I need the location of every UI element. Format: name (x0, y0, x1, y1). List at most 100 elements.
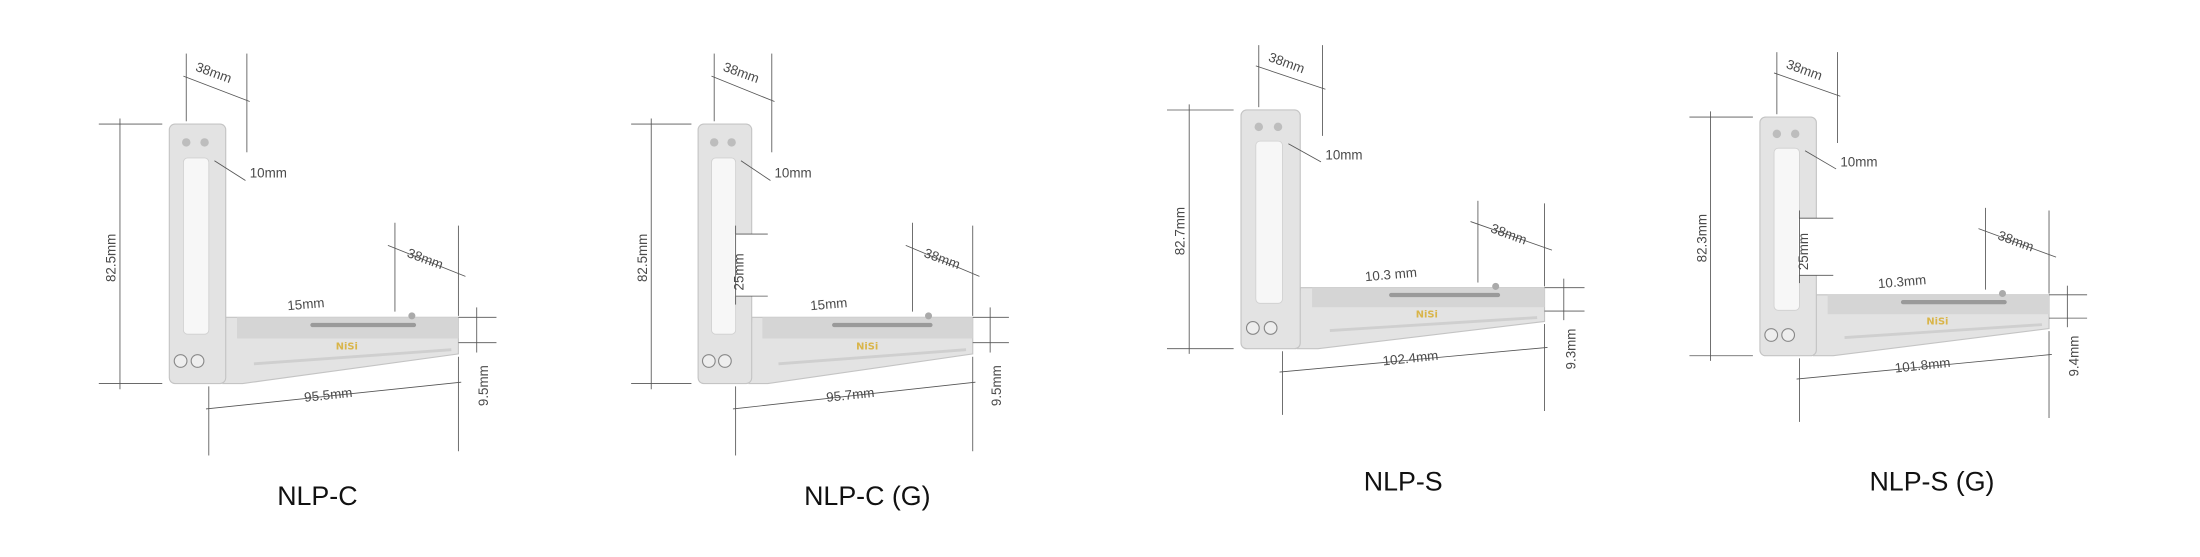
side-thickness-label: 10mm (250, 166, 287, 181)
top-hole (1254, 122, 1264, 132)
dimension-line (1288, 143, 1322, 163)
dimension-lines (1166, 45, 1585, 415)
length-label: 101.8mm (1894, 355, 1951, 376)
base-depth-label: 38mm (405, 245, 445, 272)
dimension-line (1255, 65, 1326, 90)
l-bracket-image: NiSi (168, 123, 459, 385)
dimension-lines (1689, 52, 2088, 422)
bar-opening (182, 157, 210, 335)
product-panel-4: NiSi 82.3mm 38mm 10mm 25mm 38mm 10.3mm 101.8mm 9… (1689, 52, 2088, 422)
bar-opening (711, 157, 737, 335)
product-name: NLP-C (277, 481, 357, 511)
base-depth-label: 38mm (1489, 221, 1529, 248)
l-bracket-image: NiSi (1759, 116, 2050, 357)
top-hole (200, 138, 209, 147)
dimension-line (1470, 221, 1553, 251)
mounting-slot (310, 322, 417, 328)
dimension-line (205, 381, 462, 410)
bar-opening (1255, 140, 1283, 304)
base-height-label: 9.3mm (1564, 329, 1579, 370)
brand-logo: NiSi (336, 342, 358, 353)
side-gap (734, 234, 755, 297)
plate-top-surface (237, 317, 459, 339)
mounting-slot (1900, 299, 2007, 305)
product-name: NLP-S (G) (1869, 467, 1994, 497)
base-height-label: 9.4mm (2067, 336, 2082, 377)
base-depth-label: 38mm (922, 245, 962, 272)
top-width-label: 38mm (1784, 56, 1824, 83)
bottom-hole (1764, 328, 1779, 342)
slot-label: 15mm (810, 295, 848, 313)
mounting-screw (925, 312, 933, 320)
slot-label: 10.3 mm (1364, 265, 1417, 284)
bottom-hole (717, 354, 732, 368)
top-hole (1790, 129, 1800, 139)
side-thickness-label: 10mm (1840, 154, 1877, 169)
length-label: 95.5mm (303, 385, 353, 405)
dimension-line (387, 244, 466, 277)
plate-top-surface (1312, 287, 1545, 308)
dimension-line (1773, 72, 1841, 97)
side-thickness-label: 10mm (774, 166, 811, 181)
top-hole (1273, 122, 1283, 132)
product-panel-3: NiSi 82.7mm 38mm 10mm 38mm 10.3 mm 102.4mm 9.3m… (1166, 45, 1585, 415)
length-label: 102.4mm (1382, 348, 1439, 369)
bottom-hole (190, 354, 205, 368)
mounting-screw (408, 312, 416, 320)
mounting-slot (1389, 292, 1501, 298)
top-width-label: 38mm (1267, 49, 1307, 76)
top-hole (727, 138, 736, 147)
l-bracket-image: NiSi (1240, 109, 1546, 350)
base-height-label: 9.5mm (476, 365, 491, 406)
side-gap (1798, 218, 1820, 276)
product-name: NLP-C (G) (804, 481, 930, 511)
l-bracket-image: NiSi (697, 123, 974, 385)
bar-opening (1773, 147, 1800, 311)
top-hole (1772, 129, 1782, 139)
brand-logo: NiSi (856, 342, 878, 353)
product-panel-2: NiSi 82.5mm 38mm 10mm 25mm 38mm 15mm 95.7mm 9.5m… (631, 53, 1009, 456)
height-label: 82.5mm (104, 234, 119, 282)
bottom-hole (1781, 328, 1796, 342)
dimension-line (1279, 346, 1548, 373)
plate-groove (1844, 323, 2043, 339)
dimension-line (214, 160, 246, 181)
brand-logo: NiSi (1416, 310, 1438, 321)
plate-groove (1329, 316, 1538, 332)
mounting-slot (832, 322, 933, 328)
slot-label: 15mm (287, 295, 325, 313)
gap-label: 25mm (732, 253, 747, 290)
height-label: 82.7mm (1173, 207, 1188, 255)
mounting-screw (1998, 289, 2007, 298)
brand-logo: NiSi (1926, 317, 1948, 328)
dimension-lines (98, 53, 497, 456)
plate-groove (253, 348, 452, 366)
bottom-hole (1245, 321, 1260, 335)
height-label: 82.5mm (635, 234, 650, 282)
side-thickness-label: 10mm (1325, 147, 1362, 162)
mounting-screw (1492, 282, 1500, 290)
base-height-label: 9.5mm (989, 365, 1004, 406)
dimension-line (740, 160, 771, 181)
length-label: 95.7mm (825, 385, 875, 405)
dimension-lines (631, 53, 1009, 456)
height-label: 82.3mm (1694, 214, 1709, 262)
dimension-line (1978, 228, 2057, 258)
gap-label: 25mm (1796, 233, 1811, 270)
dimension-line (905, 244, 980, 277)
slot-label: 10.3mm (1877, 272, 1926, 291)
bottom-hole (701, 354, 716, 368)
bottom-hole (1263, 321, 1278, 335)
plate-groove (778, 348, 967, 366)
plate-top-surface (1827, 294, 2050, 315)
dimension-line (1804, 150, 1837, 170)
bottom-hole (173, 354, 188, 368)
dimension-line (1796, 354, 2052, 380)
dimension-line (183, 75, 250, 102)
top-width-label: 38mm (721, 59, 761, 86)
top-hole (709, 138, 719, 147)
top-hole (182, 138, 191, 147)
base-depth-label: 38mm (1996, 228, 2036, 255)
